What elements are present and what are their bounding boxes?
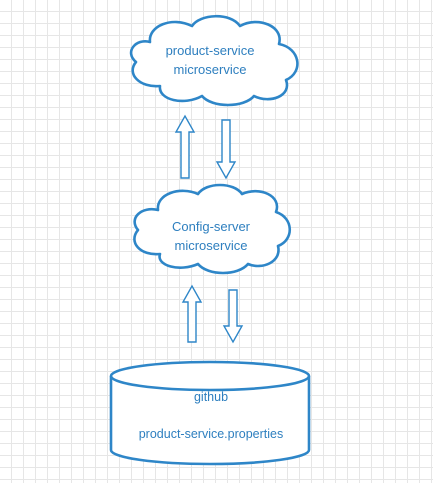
config-server-node[interactable]: Config-server microservice <box>133 183 292 275</box>
product-service-label-line2: microservice <box>174 62 247 77</box>
arrow-up-config-to-product <box>174 114 196 179</box>
config-server-label-line1: Config-server <box>172 219 251 234</box>
config-server-cloud-shape <box>133 183 292 275</box>
product-service-node[interactable]: product-service microservice <box>129 14 299 107</box>
config-server-label-line2: microservice <box>175 238 248 253</box>
github-label: github <box>194 390 228 404</box>
github-properties-file-label: product-service.properties <box>139 427 284 441</box>
product-service-label-line1: product-service <box>166 43 255 58</box>
github-cylinder-body <box>109 360 311 466</box>
github-cylinder-top-rim <box>109 375 311 392</box>
arrow-up-github-to-config <box>181 284 203 343</box>
arrow-down-product-to-config <box>215 119 237 180</box>
github-repository-node[interactable]: github product-service.properties <box>109 360 311 466</box>
product-service-cloud-shape <box>129 14 299 107</box>
arrow-down-config-to-github <box>222 289 244 344</box>
